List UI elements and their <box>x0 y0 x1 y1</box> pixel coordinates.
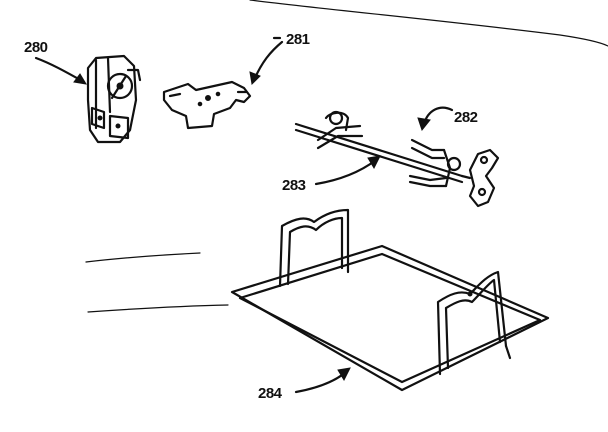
callout-arrowhead-282 <box>417 117 431 132</box>
callout-arrowhead-284 <box>337 367 351 382</box>
callout-281: 281 <box>286 31 310 48</box>
callout-arrow-284 <box>294 370 348 394</box>
motor-part <box>86 54 142 144</box>
callout-283: 283 <box>282 177 306 194</box>
scan-edge-line <box>249 0 608 47</box>
callout-arrow-283 <box>314 158 378 186</box>
scan-streak-upper <box>85 252 201 263</box>
callout-280: 280 <box>24 39 48 56</box>
callout-282: 282 <box>454 109 478 126</box>
bracket-part <box>162 80 252 130</box>
callout-arrowhead-281 <box>249 71 261 86</box>
callout-arrowhead-283 <box>367 155 381 170</box>
spit-rod-part <box>294 110 500 208</box>
callout-284: 284 <box>258 385 283 402</box>
rack-part <box>230 208 550 392</box>
callout-arrowhead-280 <box>73 73 87 85</box>
scan-streak-lower <box>87 304 229 313</box>
callout-arrow-281 <box>252 40 284 82</box>
